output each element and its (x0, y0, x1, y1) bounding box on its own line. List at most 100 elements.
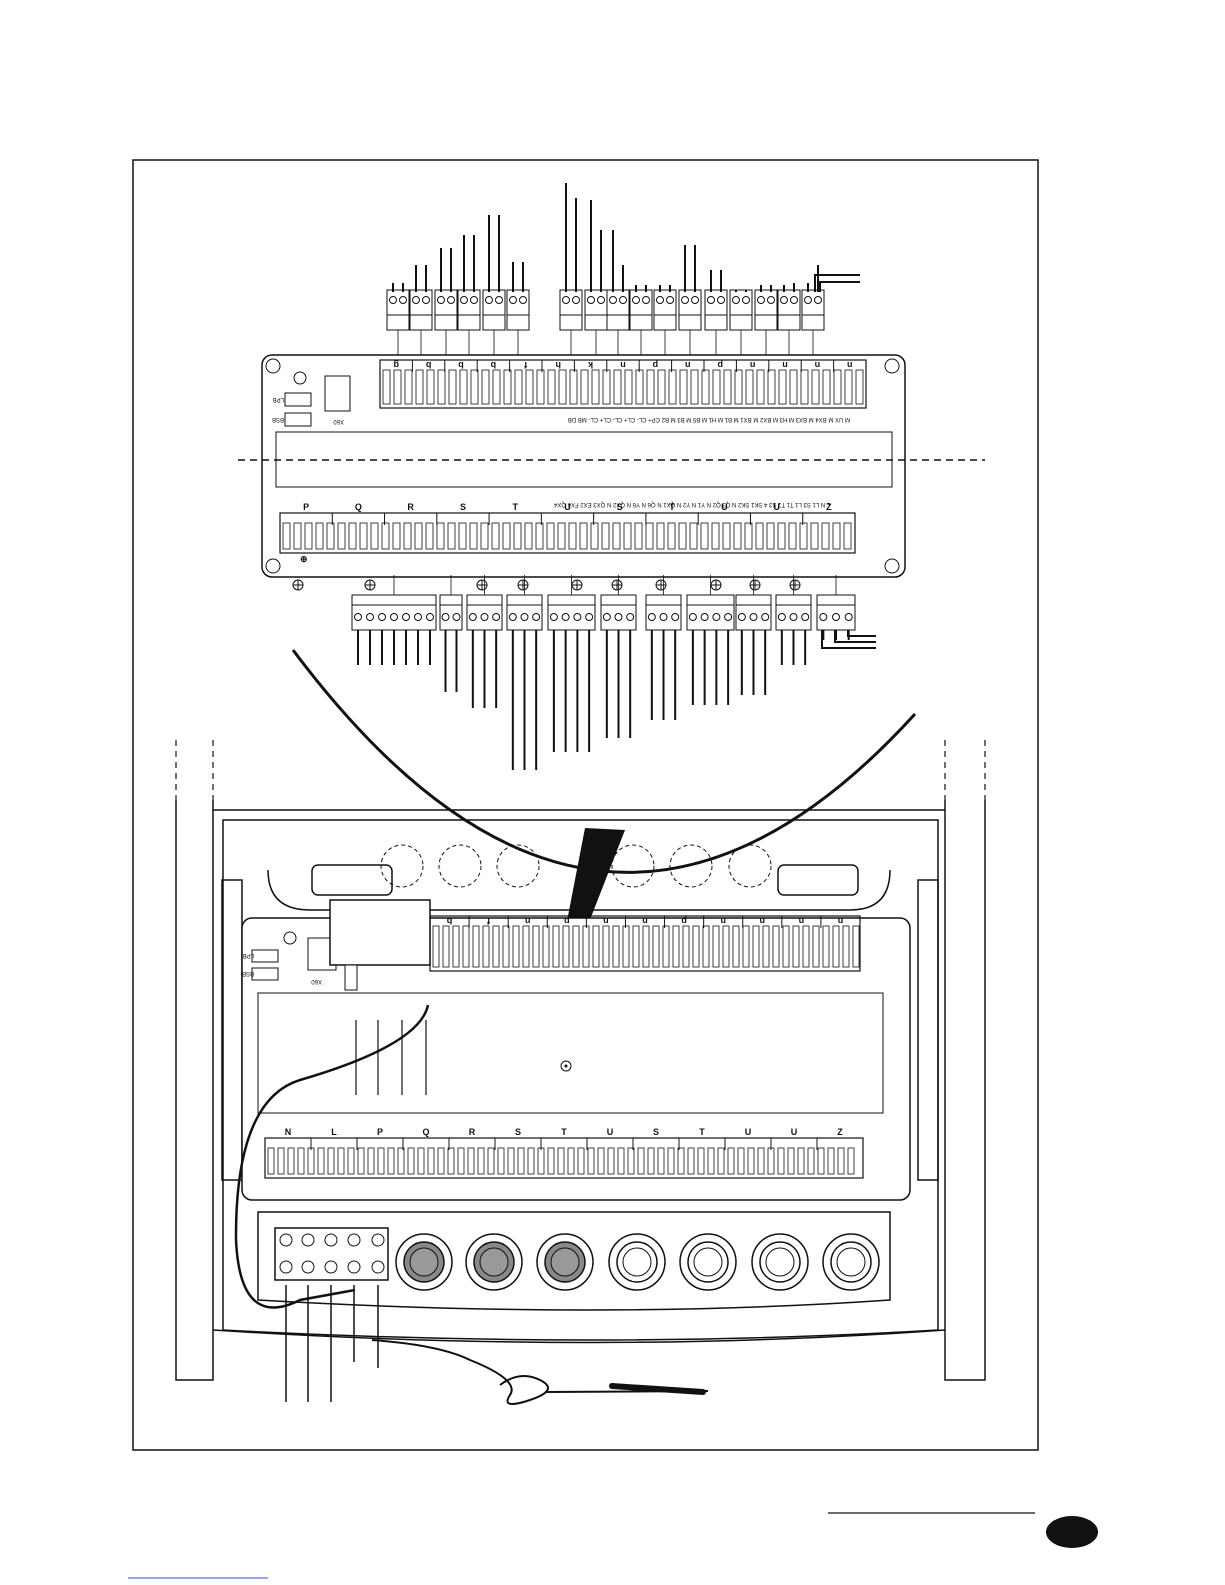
terminal-letter: U (773, 502, 780, 512)
plug-block (775, 575, 812, 665)
terminal-letter: n (750, 360, 756, 370)
knockout (611, 844, 655, 888)
plug-block (777, 289, 801, 355)
terminal-screw (279, 1233, 293, 1247)
page-number-badge (1046, 1516, 1098, 1548)
plug-block (506, 575, 543, 770)
terminal-letter: n (620, 360, 626, 370)
terminal-letter: b (425, 360, 431, 370)
x60-connector (324, 375, 351, 412)
terminal-letter: n (782, 360, 788, 370)
bsb-label: BSB (272, 416, 284, 422)
plug-block (439, 575, 463, 692)
plug-block (754, 289, 778, 355)
terminal-letter: n (760, 916, 766, 926)
upper-top-plug-blocks (386, 289, 825, 355)
terminal-letter: p (564, 916, 570, 926)
lower-x60-label: X60 (311, 978, 322, 984)
terminal-letter: p (717, 360, 723, 370)
plug-block (457, 289, 481, 355)
terminal-letter: N (285, 1127, 292, 1137)
terminal-letter: n (642, 916, 648, 926)
terminal-letter: h (555, 360, 561, 370)
terminal-letter: Q (422, 1127, 429, 1137)
plug-block (801, 289, 825, 355)
terminal-letter: n (603, 916, 609, 926)
terminal-letter: R (469, 1127, 476, 1137)
terminal-screw (371, 1260, 385, 1274)
plug-block (559, 289, 583, 355)
terminal-letter: S (460, 502, 466, 512)
sensor-cable (234, 1004, 430, 1309)
bsb-connector (284, 412, 312, 427)
terminal-letter: n (720, 916, 726, 926)
lower-lpb-label: LPB (243, 952, 254, 958)
housing-dashed-lines (175, 740, 986, 800)
terminal-letter: P (377, 1127, 383, 1137)
terminal-letter: n (815, 360, 821, 370)
plug-block (434, 289, 458, 355)
ground-symbols (292, 579, 801, 591)
terminal-letter: Q (355, 502, 362, 512)
terminal-letter: S (515, 1127, 521, 1137)
earth-ground-icon: ⊕ (300, 554, 308, 564)
terminal-letter: U (564, 502, 571, 512)
terminal-letter: f (486, 916, 490, 926)
terminal-letter: n (799, 916, 805, 926)
plug-block (686, 575, 735, 705)
plug-block (482, 289, 506, 355)
terminal-letter: f (523, 360, 527, 370)
terminal-letter: k (587, 360, 593, 370)
terminal-letter: T (512, 502, 518, 512)
terminal-letter: n (847, 360, 853, 370)
probe-cable-loop (371, 1339, 549, 1405)
terminal-letter: p (681, 916, 687, 926)
plug-block (386, 289, 410, 355)
plug-block (678, 289, 702, 355)
knockout (496, 844, 540, 888)
upper-bottom-pin-labels: L N L1 S3 L1 T1 T2 S3 4 SK1 SK2 N Q3 Q2 … (553, 501, 830, 507)
plug-block (466, 575, 503, 708)
lpb-connector (284, 392, 312, 407)
upper-bottom-socket-row: P Q R S T U S T U U Z ⊕ (279, 502, 856, 564)
plug-block (729, 289, 753, 355)
terminal-letter: Z (826, 502, 832, 512)
plug-block (409, 289, 433, 355)
terminal-letter: T (561, 1127, 567, 1137)
lower-bsb-label: BSB (242, 970, 254, 976)
knockout (728, 844, 772, 888)
plug-block (645, 575, 682, 720)
terminal-letter: U (791, 1127, 798, 1137)
terminal-screw (279, 1260, 293, 1274)
boiler-housing (175, 800, 986, 1381)
terminal-letter: P (303, 502, 309, 512)
plug-block (735, 575, 772, 695)
knockout (438, 844, 482, 888)
relay-module (329, 899, 431, 966)
terminal-screw (324, 1233, 338, 1247)
terminal-letter: U (721, 502, 728, 512)
terminal-letter: S (617, 502, 623, 512)
plug-block (506, 289, 530, 355)
upper-bottom-plug-blocks (351, 575, 876, 770)
x60-label: X60 (333, 418, 344, 424)
plug-block (704, 289, 728, 355)
terminal-screw (324, 1260, 338, 1274)
terminal-letter: U (607, 1127, 614, 1137)
terminal-letter: b (446, 916, 452, 926)
plug-block (653, 289, 677, 355)
terminal-letter: n (685, 360, 691, 370)
plug-block (584, 289, 608, 355)
plug-block (351, 575, 437, 665)
knockout (380, 844, 424, 888)
terminal-letter: T (669, 502, 675, 512)
terminal-letter: R (407, 502, 414, 512)
terminal-letter: Z (837, 1127, 843, 1137)
terminal-letter: S (653, 1127, 659, 1137)
diagram-frame (132, 159, 1039, 1451)
terminal-letter: U (745, 1127, 752, 1137)
